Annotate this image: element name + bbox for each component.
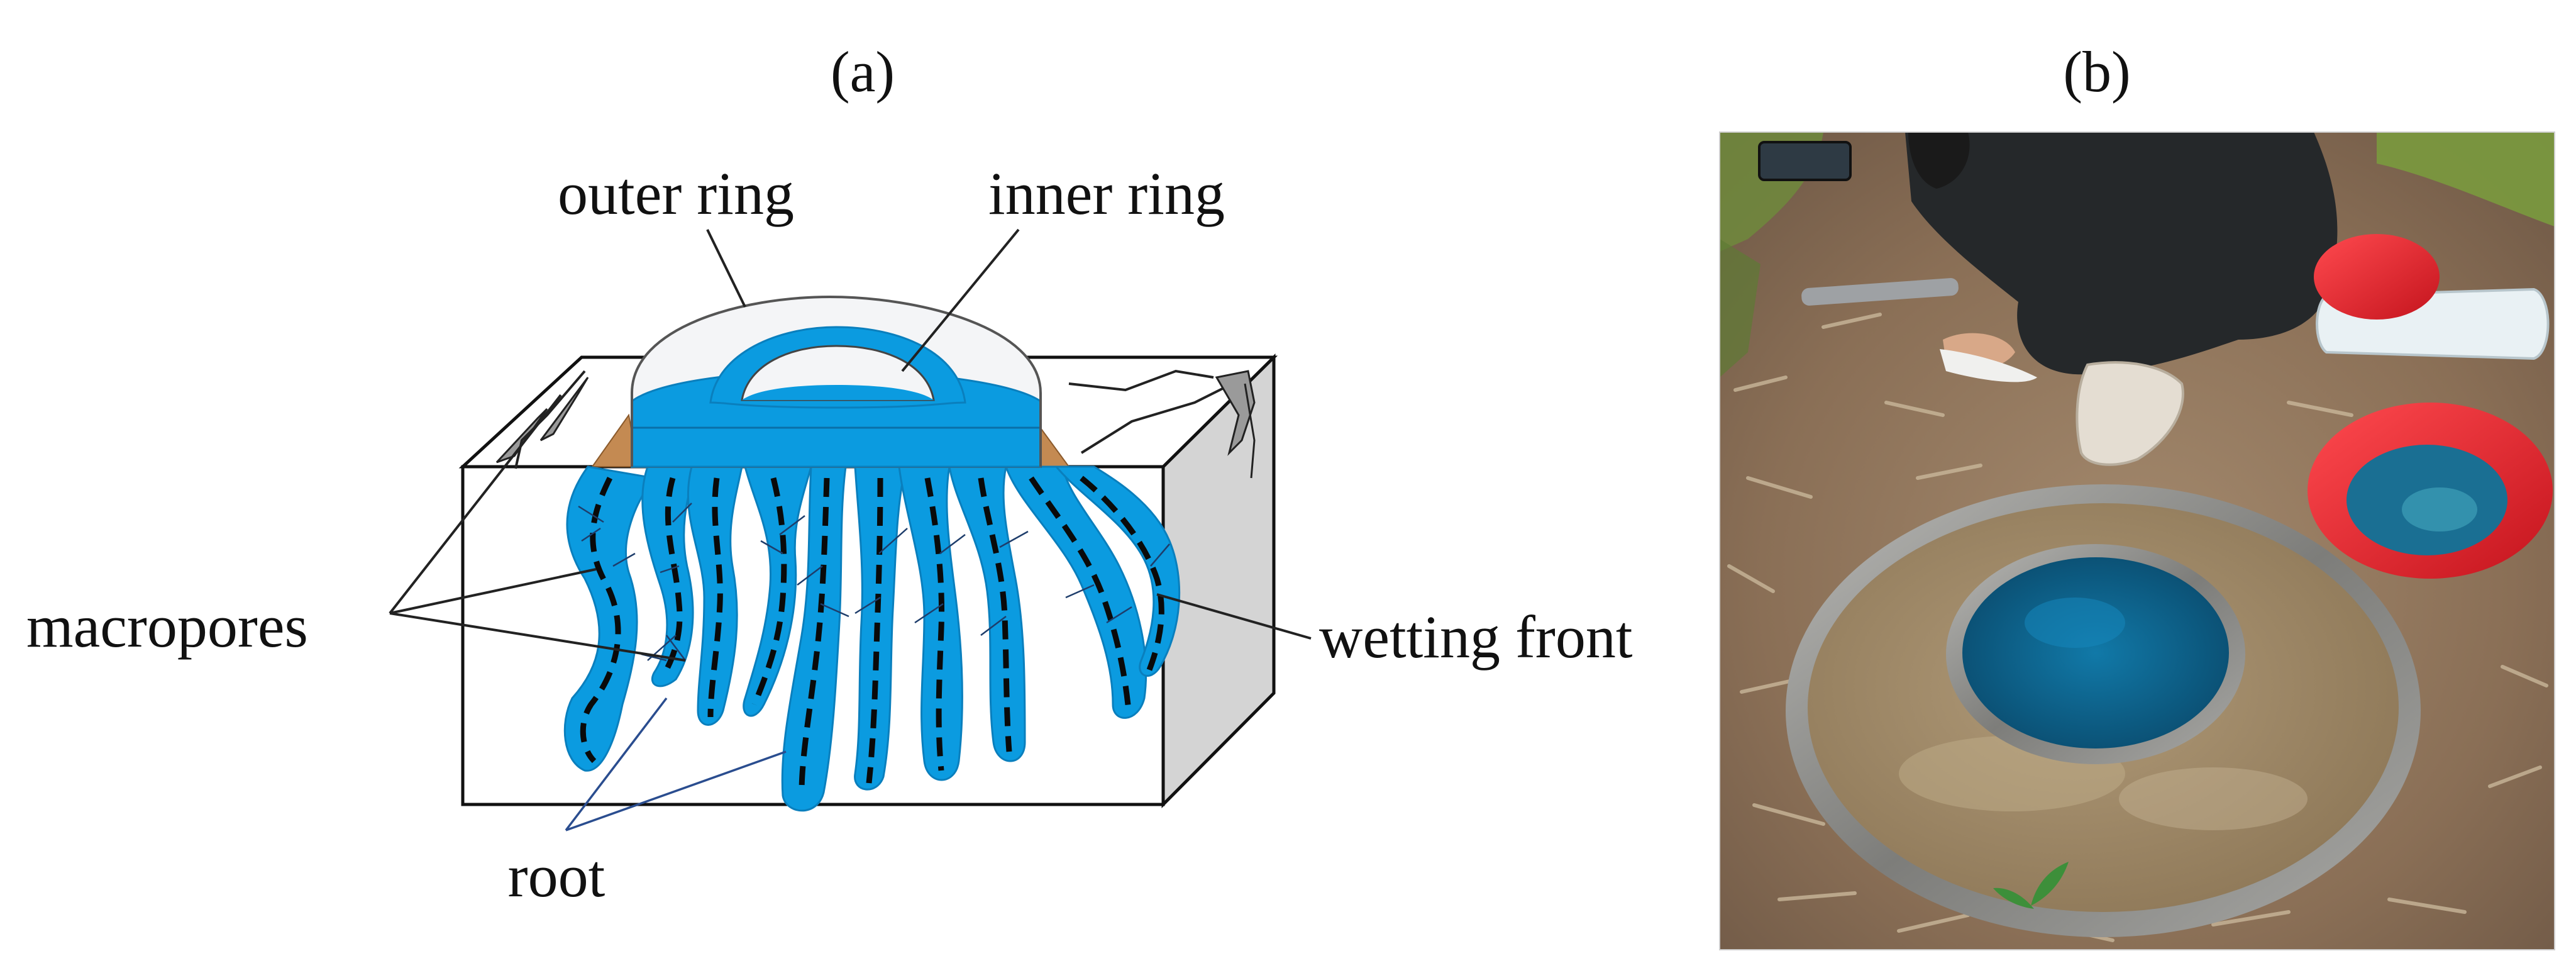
photo-inner-ring-water: [1962, 557, 2229, 748]
root-dash-5: [799, 477, 830, 793]
field-photo: [1720, 132, 2555, 950]
fine-root-branches: [578, 503, 1170, 662]
photo-leaf-litter: [1727, 313, 2548, 942]
dye-finger-3: [687, 465, 743, 726]
root-dash-9: [1029, 476, 1132, 711]
leader-wetting-front: [1156, 593, 1312, 640]
panel-label-b: (b): [2063, 40, 2130, 104]
root-dash-7: [924, 477, 945, 771]
label-wetting-front: wetting front: [1319, 603, 1633, 670]
photo-phone: [1758, 141, 1852, 181]
photo-person-hair: [1908, 132, 1970, 189]
dye-finger-5: [781, 465, 847, 812]
dye-finger-10: [1055, 465, 1181, 677]
leader-inner-ring: [901, 228, 1020, 372]
root-dash-10: [1080, 476, 1164, 671]
photo-frame: [1719, 131, 2555, 950]
label-outer-ring: outer ring: [558, 160, 794, 227]
dye-finger-4: [743, 465, 812, 717]
infiltration-schematic: outer ring inner ring macropores wetting…: [26, 160, 1633, 910]
label-root: root: [508, 842, 605, 910]
panel-label-a: (a): [831, 40, 895, 104]
photo-metal-tool: [1801, 278, 1959, 306]
label-macropores: macropores: [26, 592, 308, 660]
root-dash-6: [866, 477, 883, 784]
label-inner-ring: inner ring: [988, 160, 1225, 227]
surface-cracks-right: [1068, 369, 1256, 479]
inner-ring-opening: [741, 345, 935, 401]
dye-finger-2: [641, 465, 699, 687]
root-macropore-dashes: [580, 476, 1164, 793]
dye-finger-1: [563, 465, 655, 772]
dye-finger-9: [1005, 465, 1147, 719]
photo-person: [1758, 132, 2338, 466]
leader-root: [565, 697, 787, 832]
macropore-dash-2: [663, 477, 683, 672]
surface-cracks-left: [495, 370, 589, 469]
macropore-dash-3: [707, 477, 723, 718]
leader-outer-ring: [706, 229, 746, 308]
inner-ring-water: [742, 385, 934, 400]
root-dash-8: [978, 477, 1012, 752]
photo-grass-left: [1720, 239, 1761, 377]
photo-person-jacket: [1905, 132, 2338, 375]
ring-front-band: [631, 426, 1042, 468]
dye-infiltration-pattern: [563, 465, 1181, 812]
photo-red-basin-back: [2314, 234, 2440, 320]
leader-macropores: [389, 394, 686, 662]
dye-finger-7: [898, 465, 963, 781]
photo-sprout: [1993, 862, 2069, 909]
macropore-dash-1: [580, 476, 621, 764]
macropore-dash-4: [751, 477, 787, 706]
photo-person-shoe: [2076, 361, 2184, 466]
photo-grass-top-right: [2377, 132, 2555, 226]
photo-tissue: [1940, 349, 2037, 382]
dye-finger-6: [854, 465, 907, 791]
